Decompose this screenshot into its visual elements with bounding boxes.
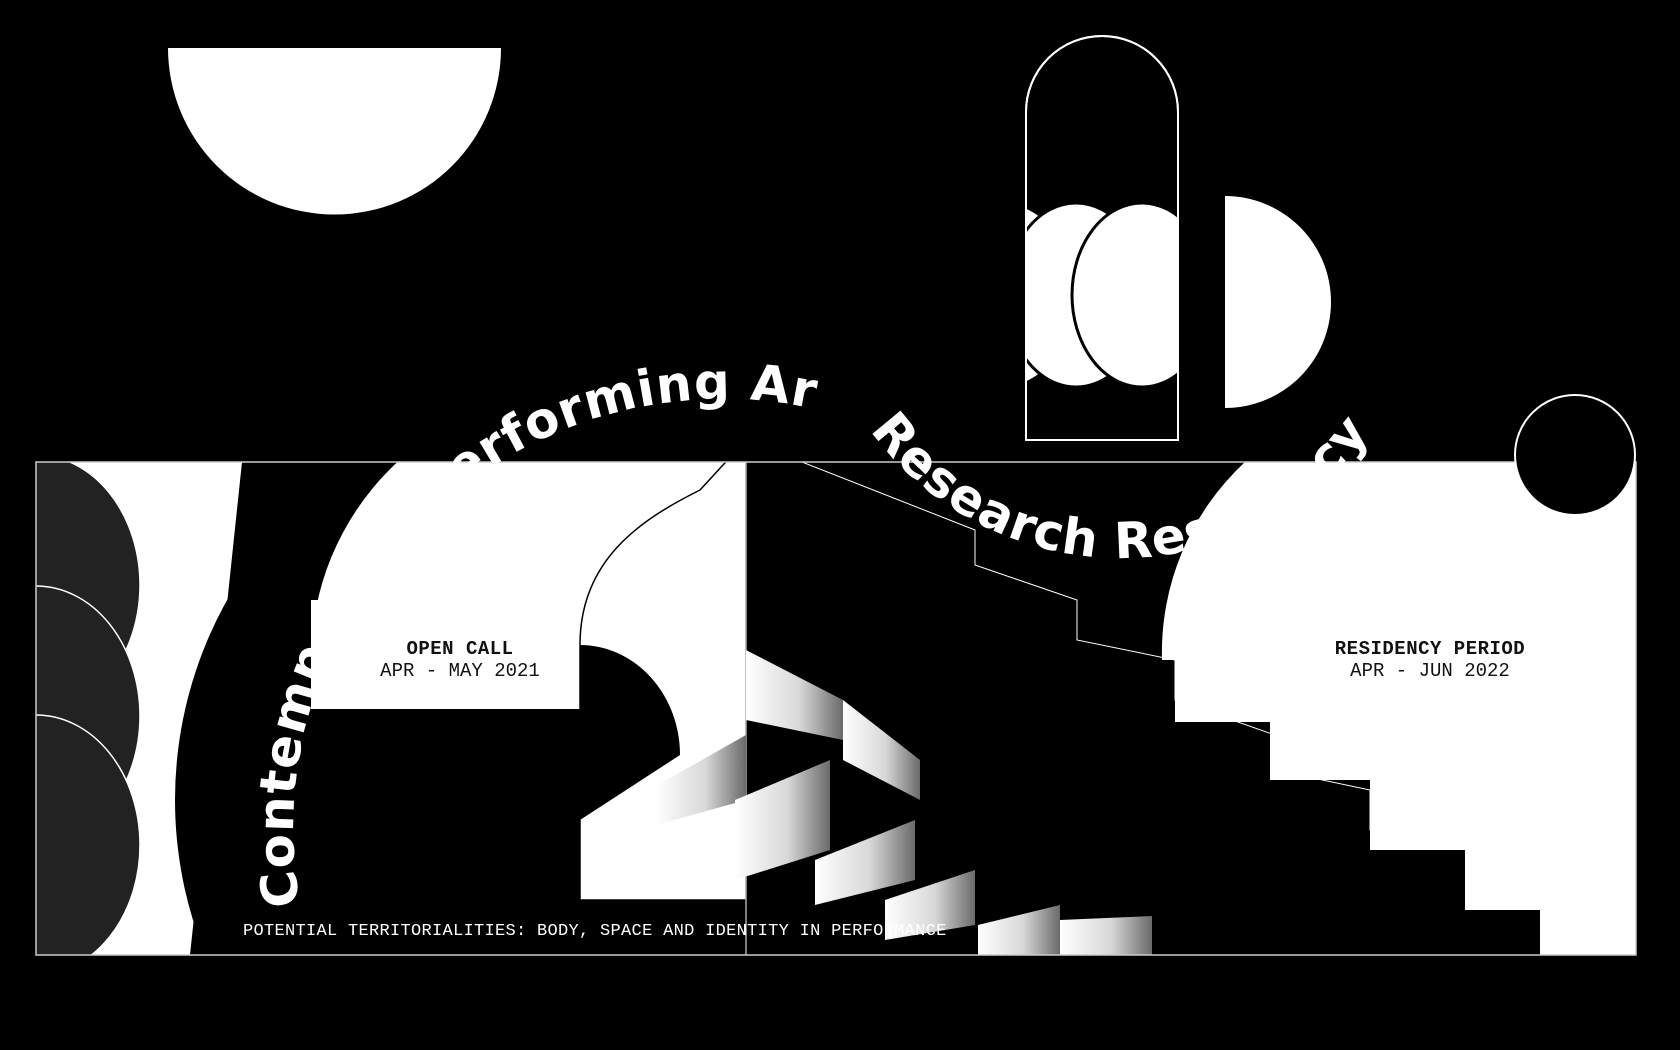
subtitle: POTENTIAL TERRITORIALITIES: BODY, SPACE … [243,922,947,941]
arch-window [1025,35,1179,441]
open-call-info: OPEN CALL APR - MAY 2021 [340,638,580,682]
frame-border [35,461,1637,956]
open-call-label: OPEN CALL [406,638,514,660]
metallic-steps [656,650,1152,955]
residency-info: RESIDENCY PERIOD APR - JUN 2022 [1300,638,1560,682]
right-half-disc [1225,196,1331,408]
residency-label: RESIDENCY PERIOD [1334,638,1526,660]
residency-dates: APR - JUN 2022 [1350,660,1510,682]
right-circle [1514,394,1636,516]
top-half-ellipse [168,48,501,215]
open-call-dates: APR - MAY 2021 [380,660,540,682]
